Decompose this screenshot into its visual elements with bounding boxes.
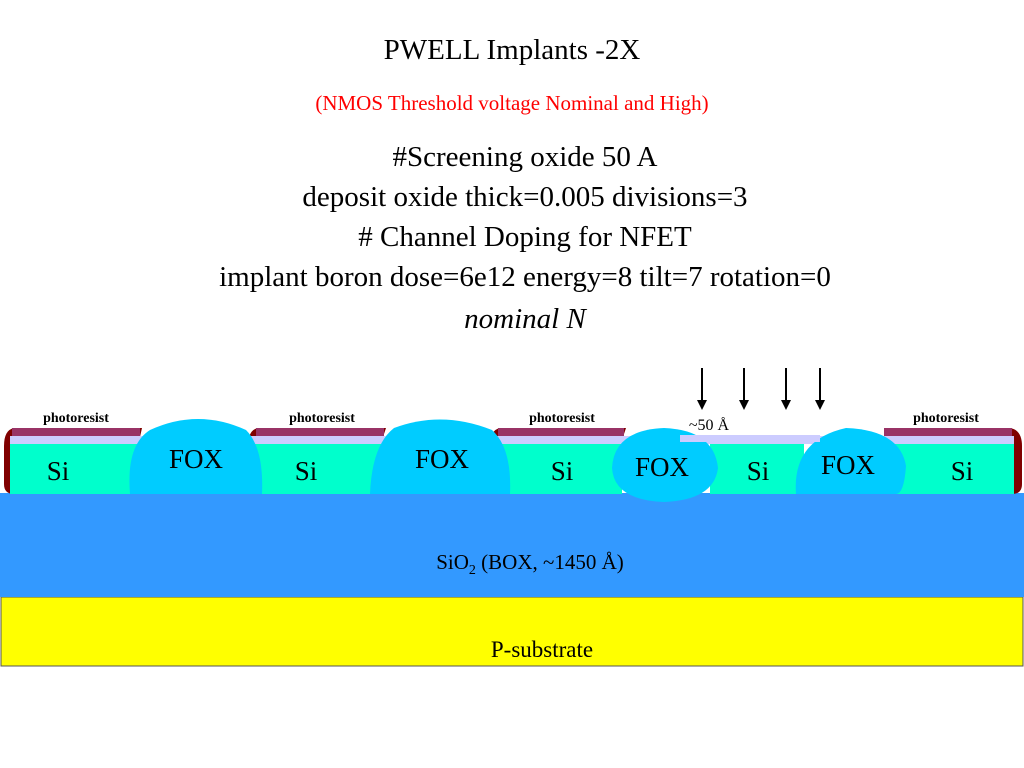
si-label-3: Si [551, 456, 574, 486]
fox-regions [129, 419, 906, 502]
si-label-2: Si [295, 456, 318, 486]
si-label-1: Si [47, 456, 70, 486]
fox-label-3: FOX [635, 452, 690, 482]
screen-oxide-label: ~50 Å [689, 416, 730, 434]
command-line-1: #Screening oxide 50 A [392, 141, 658, 173]
box-label: SiO2 (BOX, ~1450 Å) [436, 550, 624, 578]
command-line-4: implant boron dose=6e12 energy=8 tilt=7 … [219, 261, 831, 293]
fox-label-2: FOX [415, 444, 470, 474]
command-line-2: deposit oxide thick=0.005 divisions=3 [302, 181, 748, 213]
screening-oxide [680, 435, 820, 442]
si-islands [10, 444, 1014, 494]
fox-region-1 [129, 419, 263, 494]
thin-oxide-layer [10, 436, 1014, 444]
command-line-5: nominal N [464, 303, 586, 335]
photoresist-label-2: photoresist [289, 411, 355, 426]
fox-label-4: FOX [821, 450, 876, 480]
fox-region-4 [795, 428, 906, 494]
si-label-5: Si [951, 456, 974, 486]
fox-region-2 [370, 419, 511, 494]
p-substrate-layer [0, 596, 1024, 667]
substrate-label: P-substrate [491, 637, 593, 662]
box-oxide-layer [0, 493, 1024, 597]
command-line-3: # Channel Doping for NFET [358, 221, 692, 253]
slide-title: PWELL Implants -2X [383, 34, 641, 66]
fox-label-1: FOX [169, 444, 224, 474]
slide-subtitle: (NMOS Threshold voltage Nominal and High… [315, 91, 709, 115]
implant-arrows [697, 368, 825, 410]
photoresist-label-3: photoresist [529, 411, 595, 426]
photoresist-label-1: photoresist [43, 411, 109, 426]
photoresist-label-4: photoresist [913, 411, 979, 426]
fox-region-3 [612, 428, 718, 502]
si-label-4: Si [747, 456, 770, 486]
